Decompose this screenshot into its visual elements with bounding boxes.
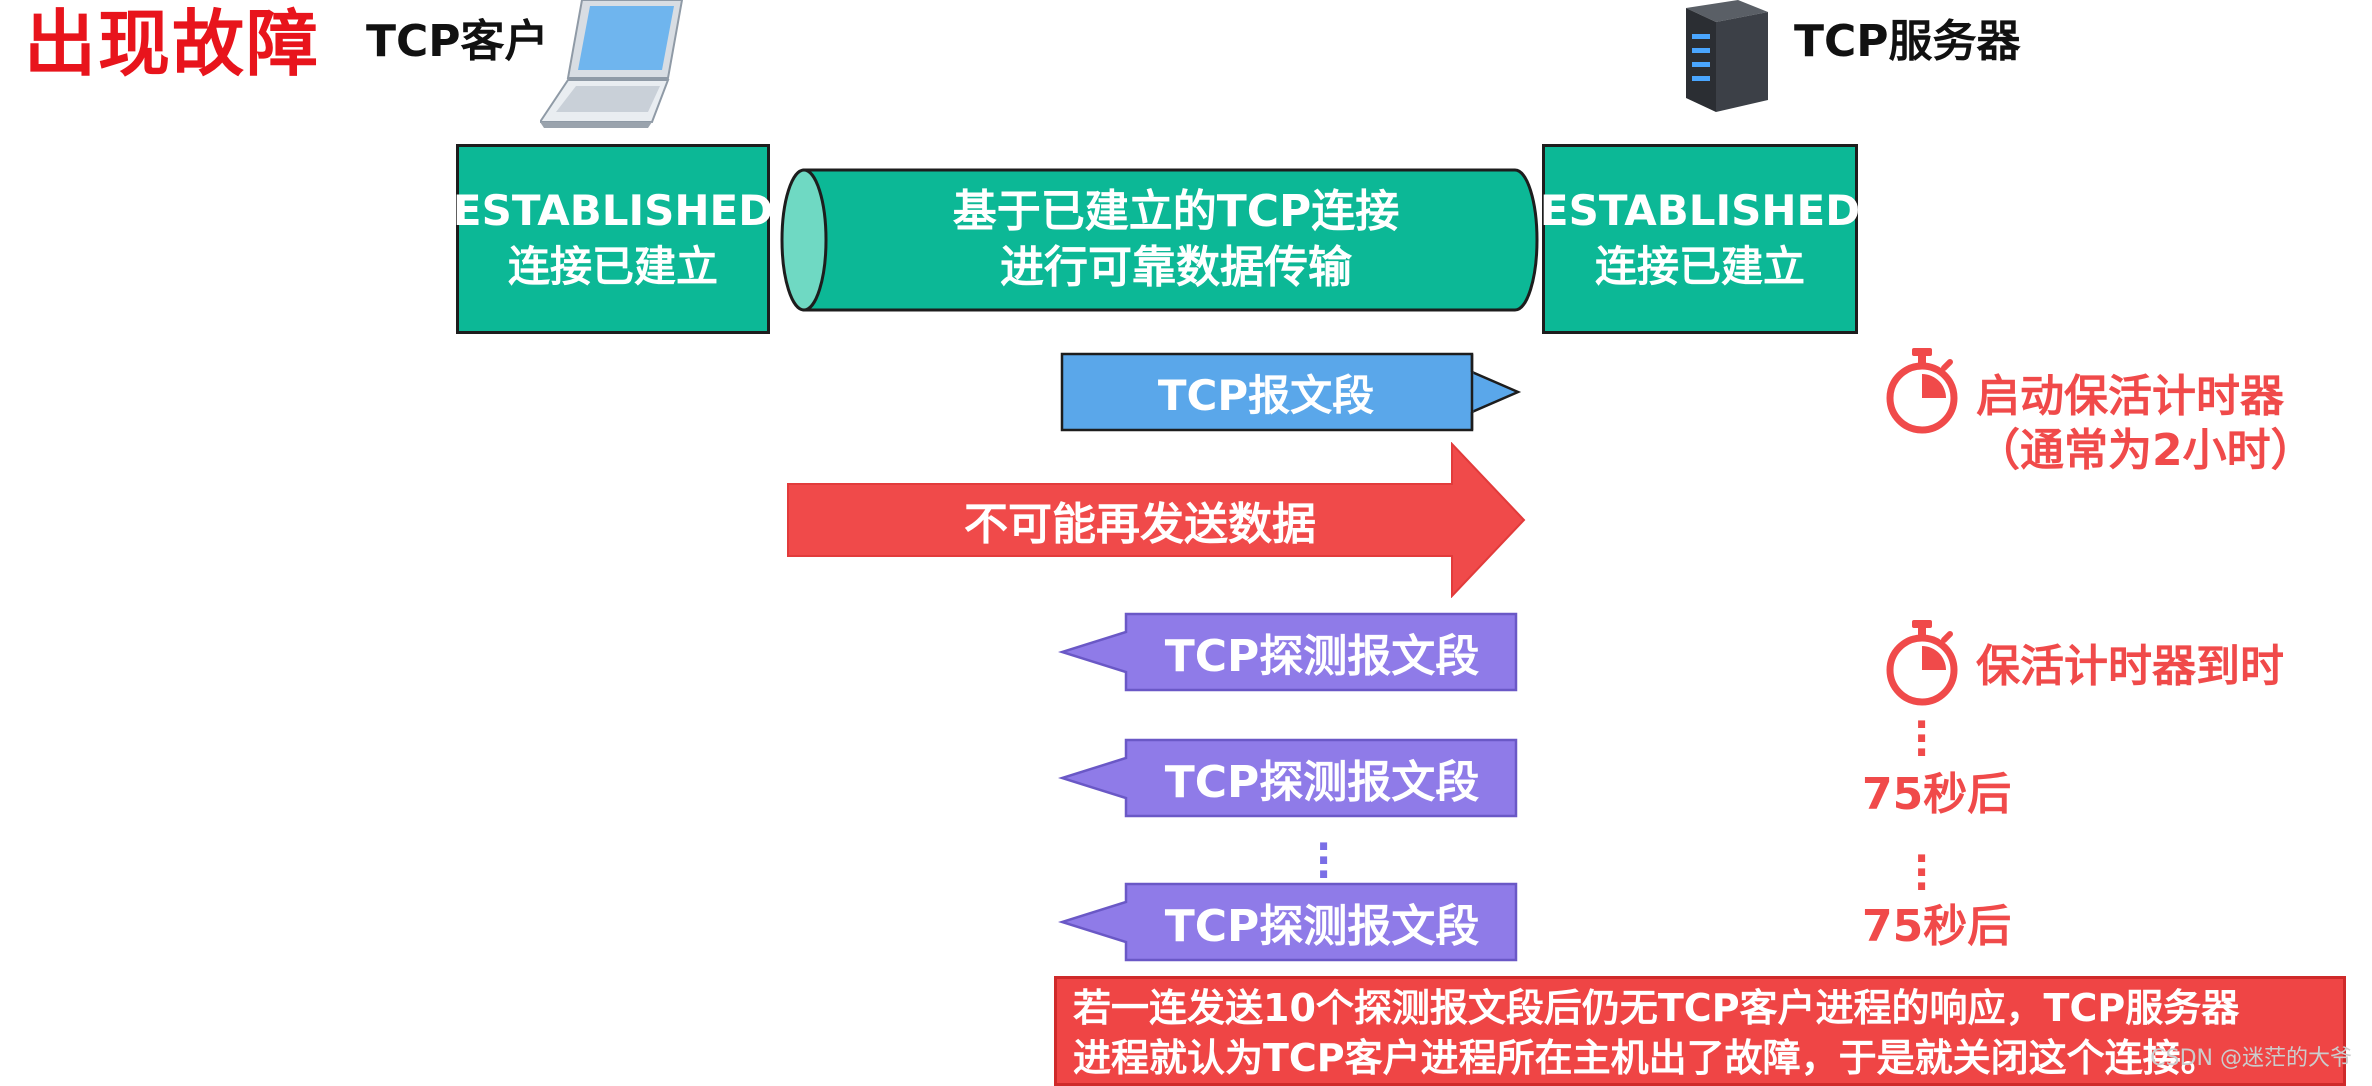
probe-label-1: TCP探测报文段 — [1164, 631, 1480, 682]
interval-label-1: 75秒后 — [1862, 769, 2012, 820]
timer-start-note: （通常为2小时） — [1976, 425, 2315, 476]
server-state-cn: 连接已建立 — [1594, 242, 1805, 291]
pipe-label: 基于已建立的TCP连接 进行可靠数据传输 — [826, 176, 1526, 304]
segment-arrow — [1060, 352, 1522, 432]
client-state-en: ESTABLISHED — [452, 186, 774, 235]
interval-dots-2: ··· — [1914, 836, 1930, 910]
stopwatch-icon — [1886, 620, 1958, 706]
interval-dots-1: ··· — [1914, 702, 1930, 776]
failure-label: 不可能再发送数据 — [964, 499, 1316, 550]
pipe-line2: 进行可靠数据传输 — [1000, 242, 1352, 293]
probe-label-3: TCP探测报文段 — [1164, 901, 1480, 952]
conclusion-line1: 若一连发送10个探测报文段后仍无TCP客户进程的响应，TCP服务器 — [1073, 986, 2240, 1030]
probe-arrow-3 — [1058, 882, 1518, 962]
segment-label: TCP报文段 — [1157, 370, 1375, 420]
stopwatch-icon — [1886, 348, 1958, 434]
timer-start-label: 启动保活计时器 — [1976, 371, 2284, 422]
client-label: TCP客户 — [366, 16, 549, 67]
pipe-line1: 基于已建立的TCP连接 — [952, 186, 1400, 237]
client-state-box: ESTABLISHED 连接已建立 — [452, 144, 774, 334]
laptop-icon — [540, 0, 684, 128]
conclusion-box: 若一连发送10个探测报文段后仍无TCP客户进程的响应，TCP服务器 进程就认为T… — [1054, 976, 2346, 1086]
failure-arrow — [787, 442, 1526, 598]
server-state-box: ESTABLISHED 连接已建立 — [1539, 144, 1861, 334]
probe-arrow-2 — [1058, 738, 1518, 818]
conclusion-line2: 进程就认为TCP客户进程所在主机出了故障，于是就关闭这个连接。 — [1073, 1036, 2219, 1080]
probe-label-2: TCP探测报文段 — [1164, 757, 1480, 808]
server-icon — [1686, 0, 1768, 112]
server-label: TCP服务器 — [1794, 16, 2021, 67]
client-state-cn: 连接已建立 — [507, 242, 718, 291]
probe-arrow-1 — [1058, 612, 1518, 692]
ellipsis-dots: ··· — [1316, 824, 1332, 898]
timer-expire-label: 保活计时器到时 — [1976, 641, 2284, 692]
connection-pipe — [780, 168, 1539, 312]
watermark: CSDN @迷茫的大爷 — [2150, 1046, 2352, 1071]
page-title: 出现故障 — [24, 2, 321, 86]
interval-label-2: 75秒后 — [1862, 901, 2012, 952]
server-state-en: ESTABLISHED — [1539, 186, 1861, 235]
